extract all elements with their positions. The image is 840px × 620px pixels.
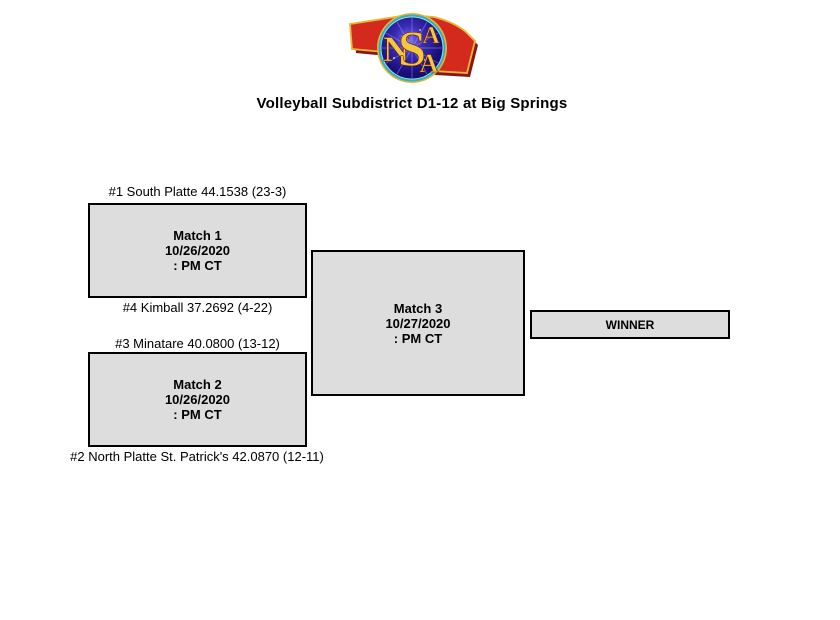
- sparkles: [392, 29, 427, 62]
- starburst-rays: [382, 18, 442, 78]
- logo-letter-a2: A: [420, 49, 439, 78]
- match-2-date: 10/26/2020: [164, 392, 231, 407]
- logo-letter-a1: A: [422, 23, 440, 49]
- nsaa-logo-graphic: N S A A: [349, 13, 478, 83]
- match-1-name: Match 1: [173, 228, 222, 243]
- match-3-name: Match 3: [393, 300, 443, 316]
- match-3-time: : PM CT: [393, 330, 443, 346]
- winner-label: WINNER: [605, 317, 655, 332]
- match-2-time: : PM CT: [173, 407, 222, 422]
- page-title: Volleyball Subdistrict D1-12 at Big Spri…: [256, 95, 568, 112]
- nsaa-letters: N S A A: [383, 20, 441, 79]
- seed-label-4-kimball: #4 Kimball 37.2692 (4-22): [122, 300, 273, 315]
- seed-label-1-south-platte: #1 South Platte 44.1538 (23-3): [108, 184, 287, 199]
- match-1-box: Match 1 10/26/2020 : PM CT: [88, 203, 307, 298]
- nsaa-logo: N S A A: [346, 8, 478, 84]
- emblem-blue-field: [380, 16, 444, 80]
- match-2-box: Match 2 10/26/2020 : PM CT: [88, 352, 307, 447]
- match-3-box: Match 3 10/27/2020 : PM CT: [311, 250, 525, 396]
- logo-letter-n: N: [383, 29, 409, 69]
- match-3-date: 10/27/2020: [385, 315, 451, 331]
- seed-label-3-minatare: #3 Minatare 40.0800 (13-12): [115, 336, 280, 351]
- match-2-name: Match 2: [173, 377, 222, 392]
- seed-label-2-north-platte-st-patricks: #2 North Platte St. Patrick's 42.0870 (1…: [70, 449, 324, 464]
- match-1-time: : PM CT: [173, 258, 222, 273]
- winner-box: WINNER: [530, 310, 730, 339]
- logo-letter-s: S: [398, 20, 426, 76]
- match-1-date: 10/26/2020: [164, 243, 231, 258]
